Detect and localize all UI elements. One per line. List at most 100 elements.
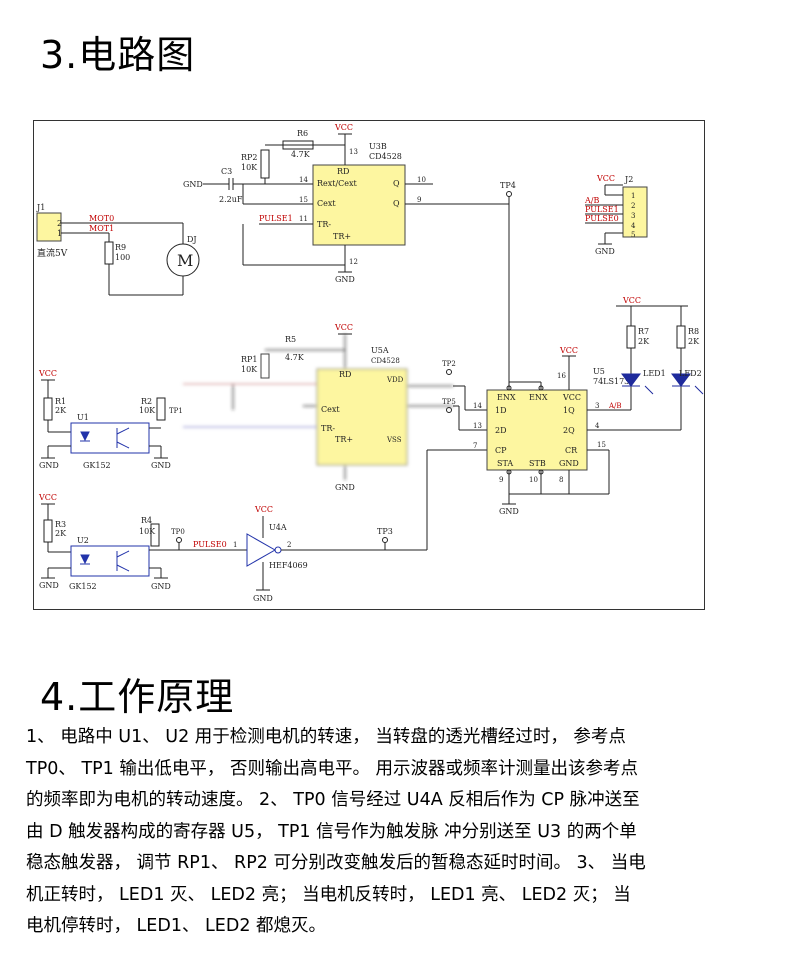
u5a-gnd: GND bbox=[335, 483, 355, 492]
tp2-label: TP2 bbox=[442, 360, 456, 368]
u5-gnd-pin: GND bbox=[559, 459, 579, 468]
u5a-vdd: VDD bbox=[386, 376, 404, 384]
u1-label: U1 bbox=[77, 413, 89, 422]
u5a-label: U5A bbox=[371, 346, 389, 355]
u5-stb: STB bbox=[529, 459, 546, 468]
u5-part: 74LS173 bbox=[593, 377, 629, 386]
j1-pin2: 2 bbox=[57, 219, 62, 228]
section-3-heading: 3.电路图 bbox=[40, 24, 195, 79]
u3b-rd: RD bbox=[337, 167, 349, 176]
u4a-part: HEF4069 bbox=[269, 561, 308, 570]
rp1-label: RP1 bbox=[241, 355, 258, 364]
r4-label: R4 bbox=[141, 516, 152, 525]
j2-pulse1: PULSE1 bbox=[585, 205, 619, 214]
u5-2d: 2D bbox=[495, 426, 507, 435]
u5a-vss: VSS bbox=[386, 436, 402, 444]
tp0-label: TP0 bbox=[171, 528, 185, 536]
tp1-label: TP1 bbox=[169, 407, 183, 415]
j2-n2: 2 bbox=[631, 202, 635, 210]
r1-value: 2K bbox=[55, 406, 67, 415]
section-4-heading: 4.工作原理 bbox=[40, 666, 234, 721]
u3b-trp: TR+ bbox=[333, 232, 351, 241]
j2-n4: 4 bbox=[631, 222, 636, 230]
r9-label: R9 bbox=[115, 243, 126, 252]
u5a-cext: Cext bbox=[321, 405, 340, 414]
paragraph-line: 电机停转时， LED1、 LED2 都熄灭。 bbox=[26, 916, 327, 936]
section-4-title: 工作原理 bbox=[78, 675, 235, 719]
u3b-chip bbox=[312, 164, 406, 246]
u5-pin3: 3 bbox=[595, 402, 599, 410]
u5a-part: CD4528 bbox=[371, 357, 400, 365]
u4a-label: U4A bbox=[269, 523, 287, 532]
r8-label: R8 bbox=[688, 327, 699, 336]
c3-label: C3 bbox=[221, 167, 232, 176]
circuit-schematic: J1 2 1 直流5V MOT0 MOT1 R9 100 M DJ U3B CD… bbox=[33, 120, 705, 610]
r7-label: R7 bbox=[638, 327, 649, 336]
u5-sta: STA bbox=[497, 459, 513, 468]
u5-2q: 2Q bbox=[563, 426, 575, 435]
u2-gnd-right: GND bbox=[151, 582, 171, 591]
u3b-part: CD4528 bbox=[369, 152, 402, 161]
paragraph-line: 稳态触发器， 调节 RP1、 RP2 可分别改变触发后的暂稳态延时时间。 3、 … bbox=[26, 853, 646, 873]
tp4-label: TP4 bbox=[500, 181, 516, 190]
u5-pin15: 15 bbox=[597, 441, 606, 449]
led2-label: LED2 bbox=[679, 369, 702, 378]
u1-vcc: VCC bbox=[38, 369, 57, 378]
u4a-inverter bbox=[246, 533, 277, 567]
u3b-pin9: 9 bbox=[417, 196, 421, 204]
u3b-pin15: 15 bbox=[299, 196, 308, 204]
r9-value: 100 bbox=[115, 253, 130, 262]
c3-gnd: GND bbox=[183, 180, 203, 189]
u5a-rd: RD bbox=[339, 370, 351, 379]
led1-label: LED1 bbox=[643, 369, 666, 378]
j1-connector bbox=[36, 212, 62, 242]
motor-label: M bbox=[177, 251, 193, 270]
tp3-label: TP3 bbox=[377, 527, 393, 536]
u1-optocoupler bbox=[70, 422, 150, 454]
u5-vcc: VCC bbox=[559, 346, 578, 355]
u5-pin10: 10 bbox=[529, 476, 538, 484]
u3b-pin11: 11 bbox=[299, 215, 308, 223]
led-vcc: VCC bbox=[622, 296, 641, 305]
u5-enx: ENX bbox=[497, 393, 516, 402]
u3b-q: Q bbox=[393, 179, 400, 188]
u3b-cext: Cext bbox=[317, 199, 336, 208]
j2-connector bbox=[622, 186, 648, 238]
u5a-section bbox=[183, 334, 453, 480]
paragraph-line: 机正转时， LED1 灭、 LED2 亮； 当电机反转时， LED1 亮、 LE… bbox=[26, 884, 631, 905]
u5a-vcc: VCC bbox=[334, 323, 353, 332]
r5-value: 4.7K bbox=[285, 353, 305, 362]
u3b-pin13: 13 bbox=[349, 148, 358, 156]
u3b-rext: Rext/Cext bbox=[317, 179, 358, 188]
r1-label: R1 bbox=[55, 397, 66, 406]
u5-ab-net: A/B bbox=[608, 402, 622, 410]
r6-value: 4.7K bbox=[291, 150, 311, 159]
section-3-number: 3. bbox=[40, 33, 79, 77]
u5-pin8: 8 bbox=[559, 476, 563, 484]
u1-part: GK152 bbox=[83, 461, 111, 470]
u3b-gnd: GND bbox=[335, 275, 355, 284]
r3-value: 2K bbox=[55, 529, 67, 538]
u4a-pin1: 1 bbox=[233, 541, 237, 549]
u5-pin7: 7 bbox=[473, 442, 477, 450]
u2-gnd: GND bbox=[39, 581, 59, 590]
u5-pin13: 13 bbox=[473, 422, 482, 430]
u2-label: U2 bbox=[77, 536, 89, 545]
motor-symbol bbox=[166, 243, 200, 277]
j2-n3: 3 bbox=[631, 212, 635, 220]
section-4-number: 4. bbox=[40, 675, 79, 719]
r5-label: R5 bbox=[285, 335, 296, 344]
paragraph-line: 1、 电路中 U1、 U2 用于检测电机的转速， 当转盘的透光槽经过时， 参考点 bbox=[26, 727, 626, 747]
r2-label: R2 bbox=[141, 397, 152, 406]
c3-value: 2.2uF bbox=[219, 195, 243, 204]
paragraph-line: 由 D 触发器构成的寄存器 U5， TP1 信号作为触发脉 冲分别送至 U3 的… bbox=[26, 821, 637, 842]
u5-1d: 1D bbox=[495, 406, 507, 415]
u4a-gnd: GND bbox=[253, 594, 273, 603]
paragraph-line: TP0、 TP1 输出低电平， 否则输出高电平。 用示波器或频率计测量出该参考点 bbox=[26, 758, 639, 779]
u5-vcc-pin: VCC bbox=[562, 393, 581, 402]
u5a-trm: TR- bbox=[321, 424, 335, 433]
u1-gnd-right: GND bbox=[151, 461, 171, 470]
section-3-title: 电路图 bbox=[78, 33, 196, 77]
dc5v-label: 直流5V bbox=[37, 247, 68, 259]
u5-pin16: 16 bbox=[557, 372, 566, 380]
